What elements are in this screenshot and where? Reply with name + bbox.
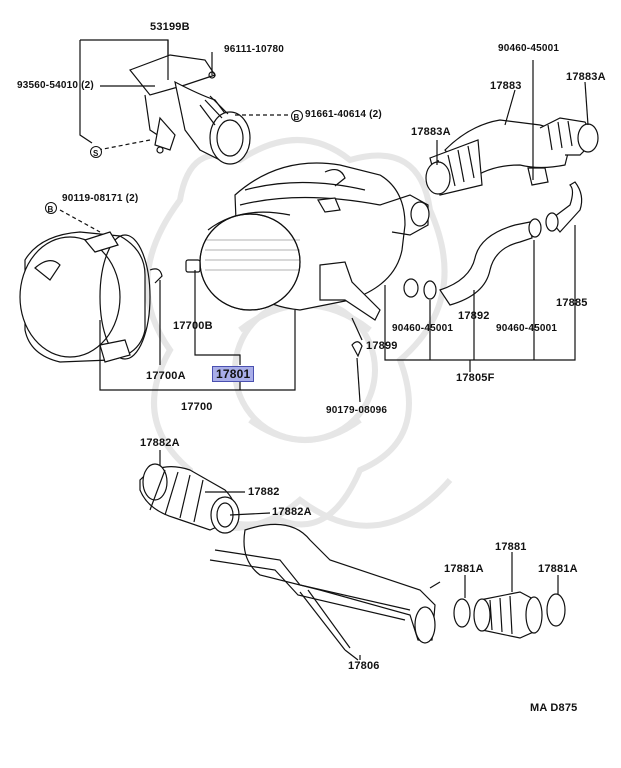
callout-90460-45001-top[interactable]: 90460-45001 (498, 43, 560, 54)
callout-90119-08171[interactable]: 90119-08171 (2) (62, 193, 139, 204)
callout-17882[interactable]: 17882 (248, 486, 280, 498)
callout-93560-54010[interactable]: 93560-54010 (2) (17, 80, 94, 91)
callout-17883a-right[interactable]: 17883A (566, 71, 606, 83)
callout-17700b[interactable]: 17700B (173, 320, 213, 332)
callout-17700[interactable]: 17700 (181, 401, 213, 413)
duct-17881 (453, 591, 566, 639)
callout-17882a-bottom[interactable]: 17882A (272, 506, 312, 518)
adapter-53199b (129, 54, 251, 165)
marker-s: S (93, 149, 99, 158)
callout-17801[interactable]: 17801 (212, 366, 255, 382)
callout-17899[interactable]: 17899 (366, 340, 398, 352)
diagram-code: MA D875 (530, 702, 578, 714)
callout-96111-10780[interactable]: 96111-10780 (224, 44, 285, 55)
marker-group (45, 110, 303, 214)
callout-90460-45001-right[interactable]: 90460-45001 (496, 323, 558, 334)
cover-17700a (19, 231, 163, 363)
callout-90179-08096[interactable]: 90179-08096 (326, 405, 388, 416)
air-cleaner-body (185, 162, 430, 341)
callout-90460-45001-mid[interactable]: 90460-45001 (392, 323, 454, 334)
hose-17883 (425, 117, 599, 196)
hose-17885 (545, 181, 583, 233)
duct-17806 (209, 523, 441, 661)
callout-17892[interactable]: 17892 (458, 310, 490, 322)
callout-17882a-top[interactable]: 17882A (140, 437, 180, 449)
callout-91661-40614[interactable]: 91661-40614 (2) (305, 109, 382, 120)
callout-17883[interactable]: 17883 (490, 80, 522, 92)
callout-17883a-left[interactable]: 17883A (411, 126, 451, 138)
callout-17806[interactable]: 17806 (348, 660, 380, 672)
marker-b-1: B (294, 113, 300, 122)
hose-17892 (403, 218, 542, 306)
callout-17885[interactable]: 17885 (556, 297, 588, 309)
marker-b-2: B (48, 205, 54, 214)
hose-17882 (139, 463, 240, 534)
callout-17700a[interactable]: 17700A (146, 370, 186, 382)
callout-17881a-right[interactable]: 17881A (538, 563, 578, 575)
callout-53199b[interactable]: 53199B (150, 21, 190, 33)
callout-17881[interactable]: 17881 (495, 541, 527, 553)
callout-17805f[interactable]: 17805F (456, 372, 495, 384)
callout-17881a-left[interactable]: 17881A (444, 563, 484, 575)
